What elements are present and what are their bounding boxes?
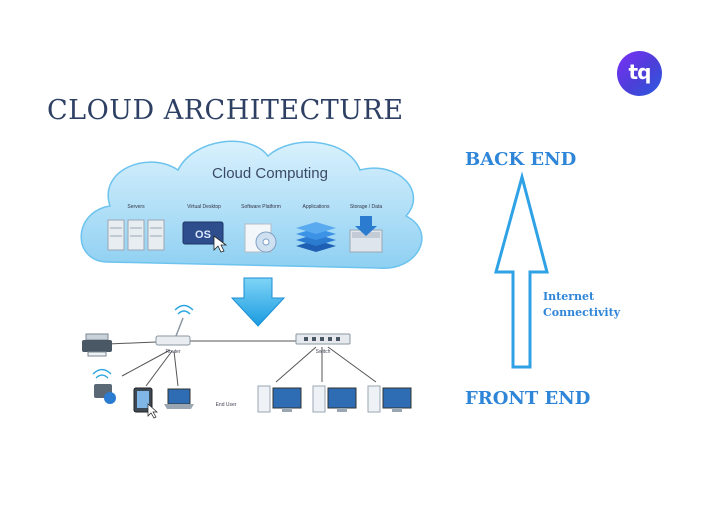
service-label-applications: Applications	[303, 204, 330, 210]
desktop-icon	[367, 385, 412, 413]
switch-icon	[295, 333, 351, 345]
end-user-label: End User	[216, 402, 237, 408]
cloud-down-arrow	[230, 277, 286, 327]
printer-icon	[82, 333, 112, 357]
network-lines	[107, 340, 377, 387]
logo-text: tq	[628, 60, 652, 84]
desktop-icon	[312, 385, 357, 413]
service-label-storage-data: Storage / Data	[350, 204, 382, 210]
back-end-label: BACK END	[465, 149, 577, 170]
laptop-icon	[164, 388, 194, 409]
cloud-label: Cloud Computing	[212, 165, 328, 182]
router-label: Router	[165, 349, 180, 355]
router-icon	[155, 304, 194, 346]
tablet-icon	[133, 387, 158, 419]
front-end-label: FRONT END	[465, 388, 591, 409]
software-platform-icon	[244, 223, 277, 253]
storage-data-icon	[349, 216, 383, 253]
service-label-servers: Servers	[127, 204, 145, 210]
desktop-icon	[257, 385, 302, 413]
up-arrow-outline	[494, 171, 549, 369]
service-label-software-platform: Software Platform	[241, 204, 281, 210]
cloud-shape	[80, 140, 423, 269]
page-title: CLOUD ARCHITECTURE	[47, 95, 404, 126]
internet-connectivity-label: Internet Connectivity	[543, 289, 620, 321]
os-label: OS	[195, 229, 211, 241]
connectivity-line-1: Internet	[543, 290, 595, 303]
switch-label: Switch	[316, 349, 331, 355]
virtual-desktop-icon: OS	[182, 221, 228, 253]
wireless-device-icon	[92, 368, 116, 404]
applications-icon	[296, 222, 336, 252]
servers-icon	[107, 219, 165, 251]
tq-logo: tq	[617, 51, 662, 96]
connectivity-line-2: Connectivity	[543, 306, 621, 319]
service-label-virtual-desktop: Virtual Desktop	[187, 204, 221, 210]
